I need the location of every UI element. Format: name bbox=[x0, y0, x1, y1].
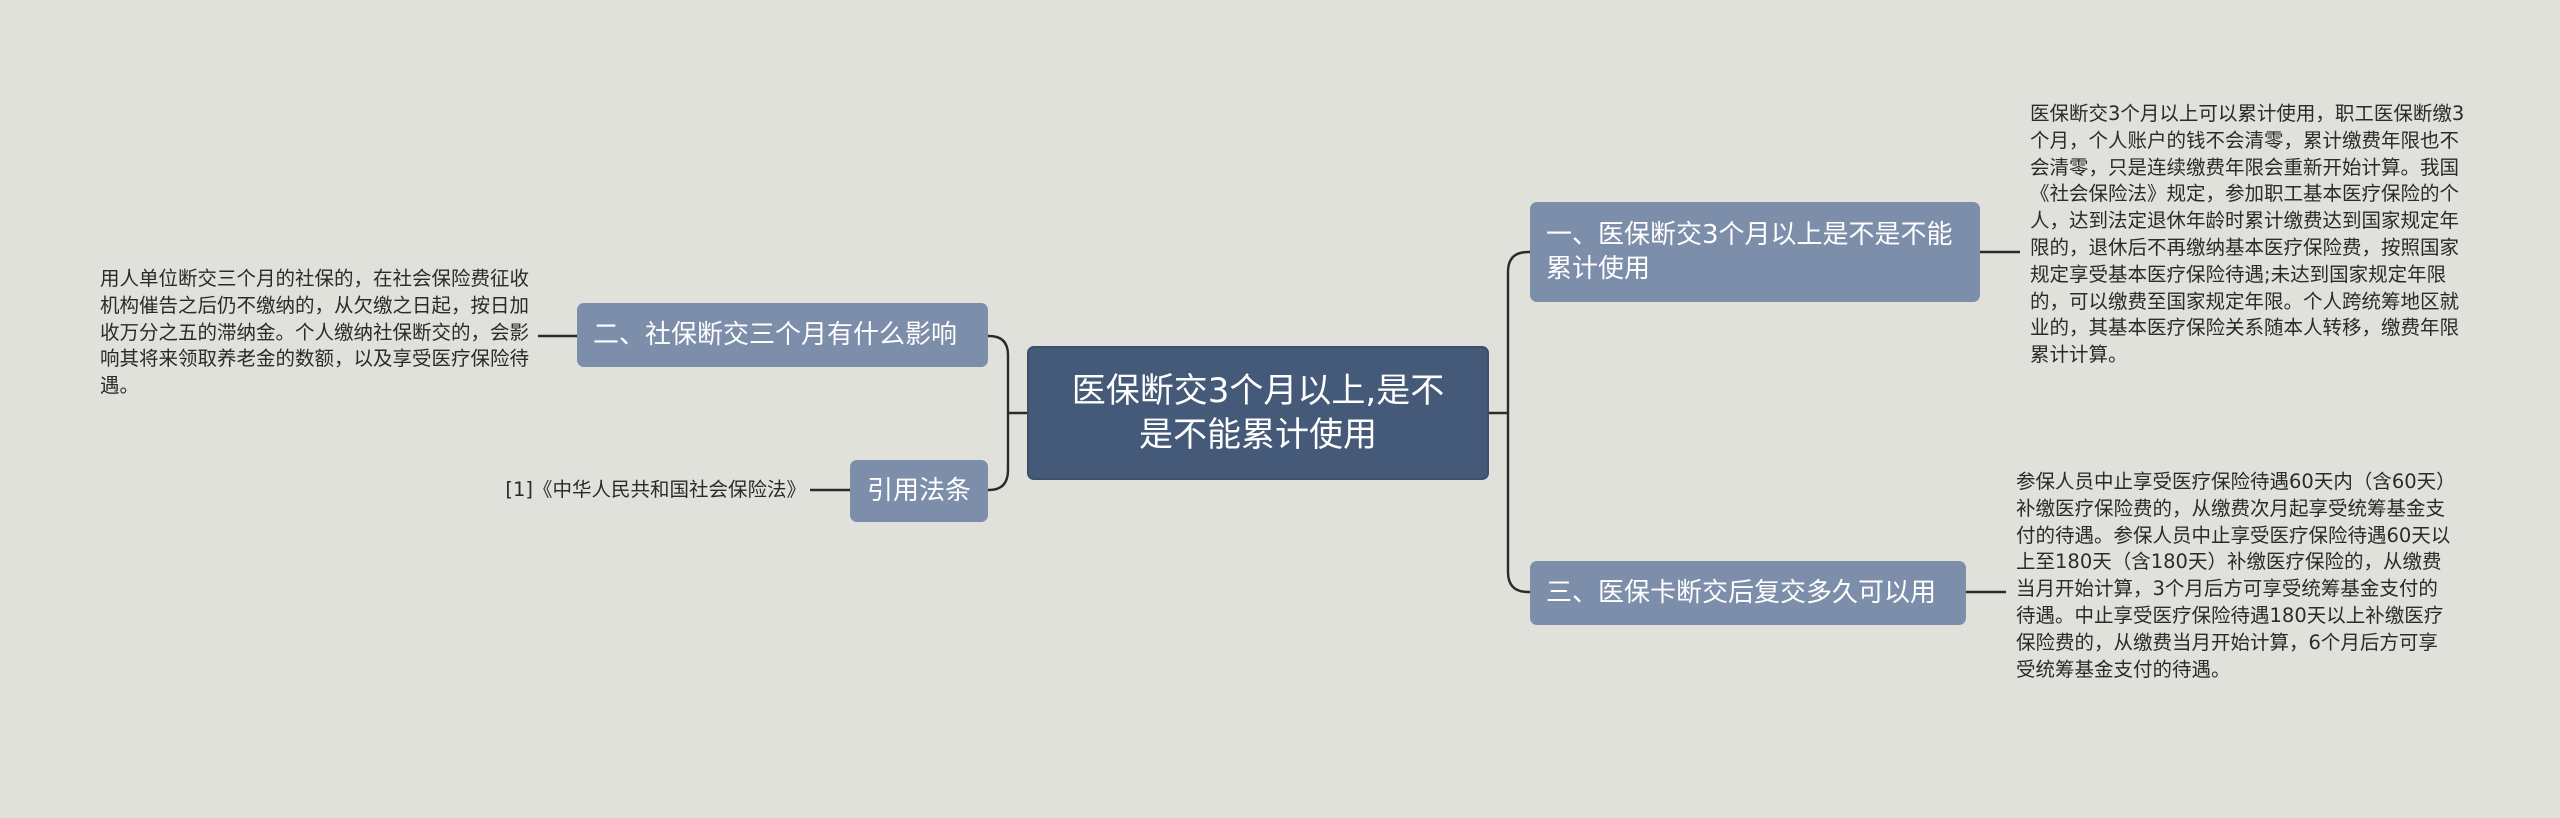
leaf-note-3-text: 参保人员中止享受医疗保险待遇60天内（含60天）补缴医疗保险费的，从缴费次月起享… bbox=[2016, 470, 2451, 681]
leaf-note-3: 参保人员中止享受医疗保险待遇60天内（含60天）补缴医疗保险费的，从缴费次月起享… bbox=[2016, 469, 2452, 683]
connector-to-branch-2 bbox=[988, 334, 1010, 413]
leaf-note-1: 医保断交3个月以上可以累计使用，职工医保断缴3个月，个人账户的钱不会清零，累计缴… bbox=[2030, 101, 2465, 369]
branch-topic-3[interactable]: 三、医保卡断交后复交多久可以用 bbox=[1530, 561, 1966, 625]
branch-topic-2-label: 二、社保断交三个月有什么影响 bbox=[593, 320, 958, 350]
connector-to-branch-1 bbox=[1506, 250, 1530, 413]
branch-topic-1-label: 一、医保断交3个月以上是不是不能累计使用 bbox=[1546, 220, 1953, 284]
leaf-note-2-text: 用人单位断交三个月的社保的，在社会保险费征收机构催告之后仍不缴纳的，从欠缴之日起… bbox=[100, 267, 530, 398]
branch-topic-2[interactable]: 二、社保断交三个月有什么影响 bbox=[577, 303, 988, 367]
branch-topic-1[interactable]: 一、医保断交3个月以上是不是不能累计使用 bbox=[1530, 202, 1980, 302]
leaf-note-4-text: [1]《中华人民共和国社会保险法》 bbox=[505, 478, 806, 501]
root-topic-label: 医保断交3个月以上,是不是不能累计使用 bbox=[1071, 371, 1445, 455]
leaf-note-1-text: 医保断交3个月以上可以累计使用，职工医保断缴3个月，个人账户的钱不会清零，累计缴… bbox=[2030, 102, 2465, 367]
leaf-note-4: [1]《中华人民共和国社会保险法》 bbox=[470, 477, 806, 504]
branch-topic-3-label: 三、医保卡断交后复交多久可以用 bbox=[1546, 578, 1937, 608]
leaf-note-2: 用人单位断交三个月的社保的，在社会保险费征收机构催告之后仍不缴纳的，从欠缴之日起… bbox=[100, 266, 530, 400]
connector-to-branch-3 bbox=[1506, 413, 1530, 594]
branch-topic-4[interactable]: 引用法条 bbox=[850, 460, 988, 522]
root-topic[interactable]: 医保断交3个月以上,是不是不能累计使用 bbox=[1027, 346, 1489, 480]
branch-topic-4-label: 引用法条 bbox=[866, 476, 971, 506]
connector-to-branch-4 bbox=[988, 413, 1010, 492]
